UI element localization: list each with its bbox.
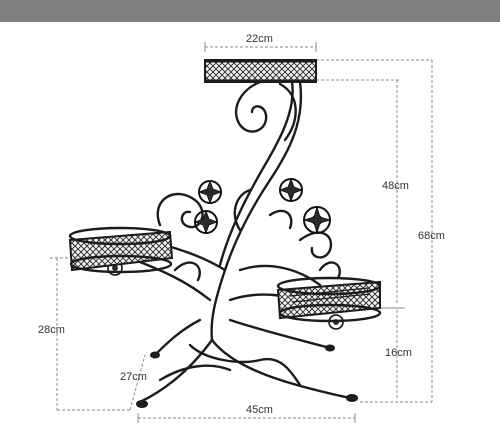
right-tray — [276, 276, 382, 323]
stand-frame — [138, 80, 352, 404]
top-gray-band — [0, 0, 500, 22]
dimension-lines — [50, 42, 433, 423]
top-tray — [204, 59, 317, 83]
dimension-upper-height-label: 48cm — [382, 180, 409, 192]
stand-feet — [136, 344, 358, 408]
left-tray — [68, 226, 174, 274]
dimension-depth-label: 27cm — [120, 371, 147, 383]
dimension-top-width-label: 22cm — [246, 33, 273, 45]
dimension-base-width-label: 45cm — [246, 404, 273, 416]
dimension-total-height-label: 68cm — [418, 230, 445, 242]
dimension-lower-height-label: 16cm — [385, 347, 412, 359]
dimension-side-tray-height-label: 28cm — [38, 324, 65, 336]
